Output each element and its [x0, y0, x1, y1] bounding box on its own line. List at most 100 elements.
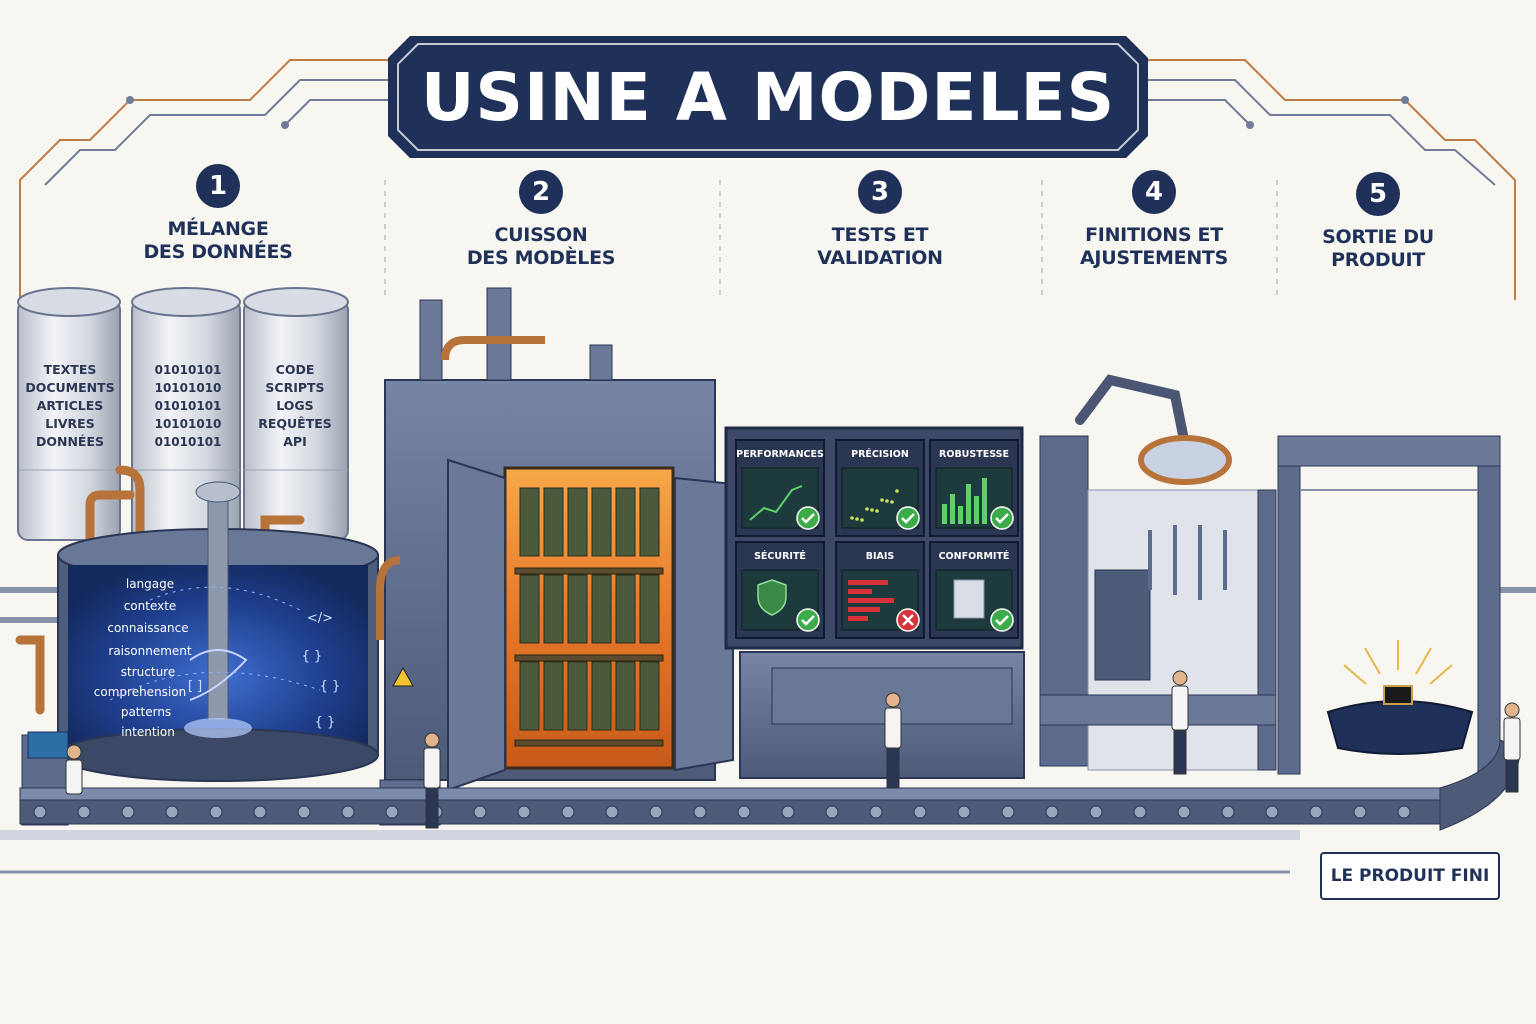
roller — [605, 805, 619, 819]
test-panel-label: PRÉCISION — [851, 448, 909, 460]
silo-1-line: ARTICLES — [37, 398, 104, 413]
step-2-number: 2 — [519, 170, 563, 214]
test-panel-label: CONFORMITÉ — [939, 550, 1010, 562]
test-panel: SÉCURITÉ — [735, 541, 825, 639]
test-panel: PRÉCISION — [835, 439, 925, 537]
check-icon — [990, 608, 1014, 632]
roller — [1353, 805, 1367, 819]
model-card — [639, 574, 660, 644]
test-panel: ROBUSTESSE — [929, 439, 1019, 537]
step-1-label: MÉLANGE DES DONNÉES — [143, 218, 293, 263]
exit-gate — [1277, 435, 1501, 775]
model-card — [639, 661, 660, 731]
mixer-words: langagecontexteconnaissanceraisonnements… — [94, 577, 341, 739]
roller — [341, 805, 355, 819]
silo-2-line: 01010101 — [155, 435, 222, 449]
model-card — [543, 487, 564, 557]
roller — [517, 805, 531, 819]
model-card — [615, 661, 636, 731]
check-icon — [796, 506, 820, 530]
model-card — [591, 487, 612, 557]
silo-3-line: LOGS — [276, 398, 313, 413]
roller — [913, 805, 927, 819]
roller — [165, 805, 179, 819]
background-pipes — [0, 587, 1536, 623]
roller — [957, 805, 971, 819]
mixer-word: intention — [121, 725, 175, 739]
final-product-label: LE PRODUIT FINI — [1320, 852, 1500, 900]
silo-1-line: LIVRES — [45, 416, 94, 431]
silo-1-line: DOCUMENTS — [25, 380, 114, 395]
roller — [825, 805, 839, 819]
silo-2-line: 01010101 — [155, 363, 222, 377]
roller — [1045, 805, 1059, 819]
step-1-number: 1 — [196, 164, 240, 208]
mixer-word: patterns — [121, 705, 171, 719]
step-2-label: CUISSON DES MODÈLES — [466, 224, 616, 269]
roller — [737, 805, 751, 819]
roller — [1089, 805, 1103, 819]
test-panel: CONFORMITÉ — [929, 541, 1019, 639]
roller — [473, 805, 487, 819]
step-3-label: TESTS ET VALIDATION — [817, 224, 943, 269]
roller — [781, 805, 795, 819]
model-card — [519, 574, 540, 644]
silo-3-line: SCRIPTS — [265, 380, 324, 395]
workers — [65, 670, 1521, 829]
roller — [253, 805, 267, 819]
test-panel-label: PERFORMANCES — [736, 449, 824, 460]
mixer-word: raisonnement — [108, 644, 191, 658]
step-5-label: SORTIE DU PRODUIT — [1322, 226, 1434, 271]
oven-racks — [519, 487, 660, 731]
silo-2-line: 01010101 — [155, 399, 222, 413]
step-4-label: FINITIONS ET AJUSTEMENTS — [1080, 224, 1228, 269]
step-1: 1 MÉLANGE DES DONNÉES — [103, 164, 333, 264]
check-icon — [796, 608, 820, 632]
roller — [869, 805, 883, 819]
glow-rays — [1343, 640, 1453, 685]
mixer-symbol: </> — [307, 611, 333, 626]
roller — [693, 805, 707, 819]
roller — [649, 805, 663, 819]
roller — [1001, 805, 1015, 819]
step-4-number: 4 — [1132, 170, 1176, 214]
test-panel: PERFORMANCES — [735, 439, 825, 537]
test-panel-label: ROBUSTESSE — [939, 449, 1009, 460]
model-card — [567, 661, 588, 731]
check-icon — [896, 506, 920, 530]
mixer-symbol: [ ] — [188, 679, 202, 694]
test-panel-label: BIAIS — [866, 551, 895, 562]
model-card — [567, 487, 588, 557]
silo-3-line: REQUÊTES — [258, 416, 332, 431]
mixer-word: langage — [126, 577, 174, 591]
model-card — [543, 661, 564, 731]
mixer-tank — [57, 481, 379, 782]
workshop — [1039, 374, 1277, 771]
model-card — [543, 574, 564, 644]
model-card — [591, 661, 612, 731]
silo-labels: TEXTESDOCUMENTSARTICLESLIVRESDONNÉES0101… — [25, 362, 331, 449]
silo-3-line: API — [283, 434, 307, 449]
mixer-symbol: { } — [320, 679, 341, 694]
roller — [561, 805, 575, 819]
roller — [1265, 805, 1279, 819]
step-5-number: 5 — [1356, 172, 1400, 216]
model-card — [519, 661, 540, 731]
roller — [385, 805, 399, 819]
mixer-word: connaissance — [107, 621, 188, 635]
roller — [1221, 805, 1235, 819]
roller — [1397, 805, 1411, 819]
mixer-word: comprehension — [94, 685, 186, 699]
circuit-lines — [19, 59, 1516, 300]
model-card — [615, 574, 636, 644]
step-4: 4 FINITIONS ET AJUSTEMENTS — [1039, 170, 1269, 270]
roller — [77, 805, 91, 819]
step-3-number: 3 — [858, 170, 902, 214]
mixer-word: contexte — [124, 599, 177, 613]
test-panel-label: SÉCURITÉ — [754, 550, 806, 562]
check-icon — [990, 506, 1014, 530]
model-card — [639, 487, 660, 557]
silo-2-line: 10101010 — [155, 417, 222, 431]
mixer-symbol: { } — [302, 649, 323, 664]
model-card — [591, 574, 612, 644]
